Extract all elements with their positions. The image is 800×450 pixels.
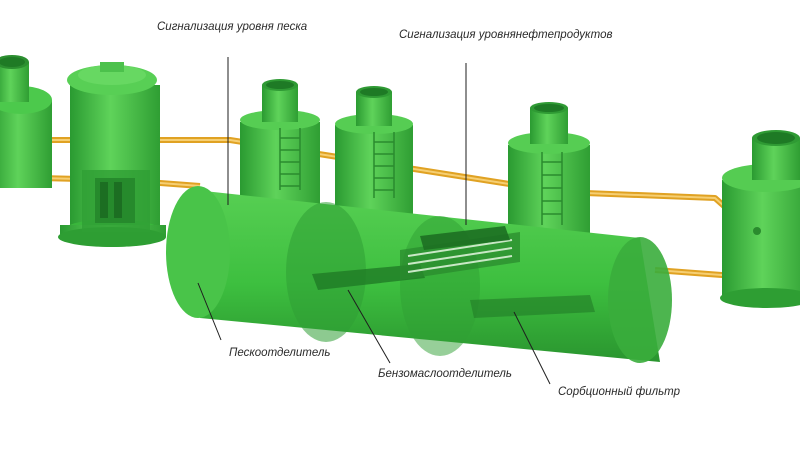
label-oil-level-alarm: Сигнализация уровнянефтепродуктов <box>399 29 613 41</box>
label-sand-separator: Пескоотделитель <box>229 347 331 359</box>
riser-sorption-filter <box>508 102 590 245</box>
leader-sorption-filter <box>513 311 551 385</box>
riser-oil-separator <box>335 86 413 215</box>
riser-sand-separator <box>240 79 320 204</box>
left-partial-well <box>0 55 52 188</box>
leader-lines <box>197 57 551 385</box>
leader-sand-separator <box>197 282 222 341</box>
label-sorption-filter: Сорбционный фильтр <box>558 386 681 398</box>
outlet-well <box>720 130 800 308</box>
leader-oil-separator <box>347 289 391 364</box>
label-sand-level-alarm: Сигнализация уровня песка <box>157 21 308 33</box>
main-horizontal-tank <box>166 186 672 363</box>
label-oil-separator: Бензомаслоотделитель <box>378 368 512 380</box>
distribution-well <box>58 62 166 247</box>
coalescing-module <box>400 226 520 280</box>
